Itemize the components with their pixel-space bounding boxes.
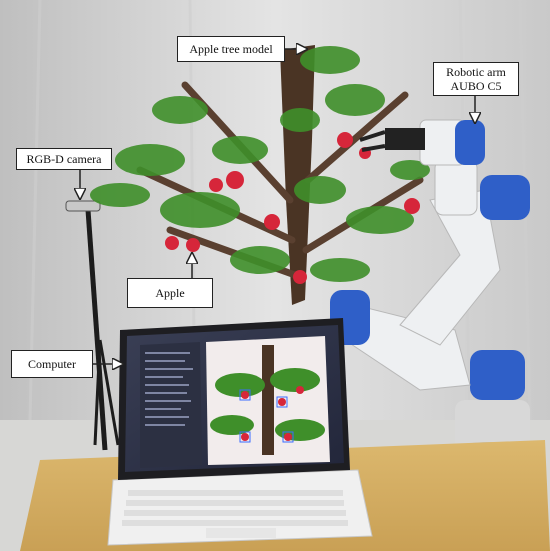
- label-apple: Apple: [127, 278, 213, 308]
- label-computer: Computer: [11, 350, 93, 378]
- laptop: [107, 318, 373, 546]
- camera-tripod: [65, 200, 120, 451]
- robotic-arm: [330, 119, 534, 458]
- label-apple-tree-model: Apple tree model: [177, 36, 285, 62]
- apples: [165, 132, 420, 284]
- leaves: [90, 46, 430, 282]
- label-rgbd-camera: RGB-D camera: [16, 148, 112, 170]
- label-robotic-arm: Robotic arm AUBO C5: [433, 62, 519, 96]
- rgbd-camera-icon: [65, 200, 101, 212]
